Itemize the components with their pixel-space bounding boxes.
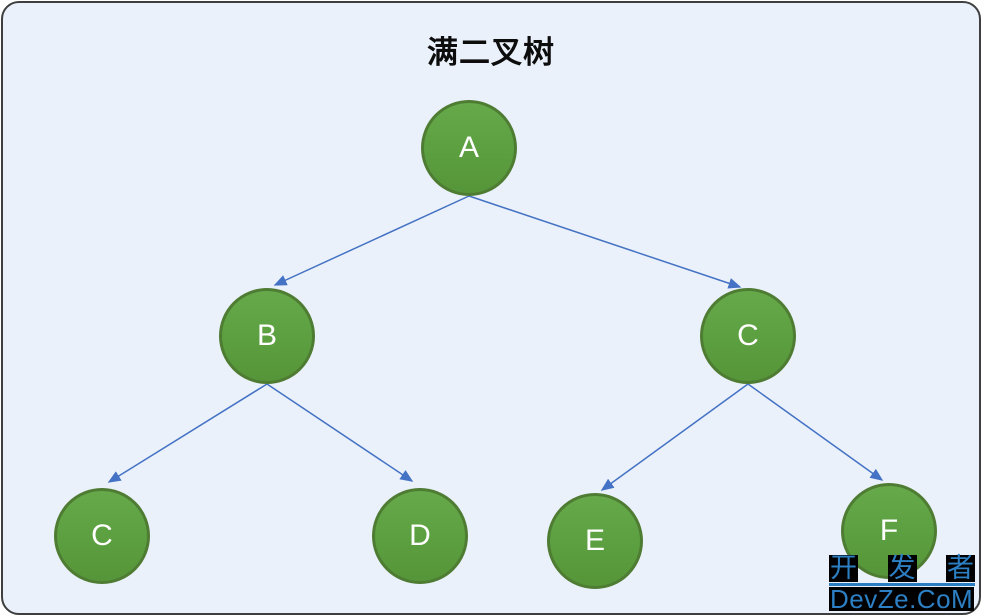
diagram-title: 满二叉树 — [427, 35, 555, 70]
edge-root-left — [273, 195, 470, 286]
node-label: A — [458, 131, 479, 164]
watermark-char: 发 — [887, 553, 917, 583]
edge-right-rightright — [747, 383, 884, 481]
node-label: C — [91, 519, 113, 552]
watermark-line1: 开 发 者 — [829, 555, 975, 586]
watermark-char: 者 — [946, 553, 975, 583]
node-label: C — [737, 319, 759, 352]
edge-left-leftleft — [107, 383, 268, 483]
edge-root-right — [468, 195, 742, 289]
node-label: D — [409, 519, 431, 552]
watermark: 开 发 者 DevZe.CoM — [829, 555, 975, 613]
edge-left-leftright — [266, 383, 414, 482]
tree-node-left: B — [219, 288, 315, 384]
node-label: B — [256, 319, 277, 352]
tree-node-left-right: D — [372, 488, 468, 584]
tree-node-root: A — [421, 100, 517, 196]
tree-node-right: C — [700, 288, 796, 384]
node-label: F — [879, 514, 899, 547]
tree-node-left-left: C — [54, 488, 150, 584]
watermark-char: 开 — [829, 553, 858, 583]
edge-right-rightleft — [600, 383, 749, 491]
node-label: E — [584, 524, 605, 557]
tree-edges — [107, 195, 884, 491]
watermark-line2: DevZe.CoM — [829, 584, 975, 614]
tree-node-right-left: E — [547, 493, 643, 589]
